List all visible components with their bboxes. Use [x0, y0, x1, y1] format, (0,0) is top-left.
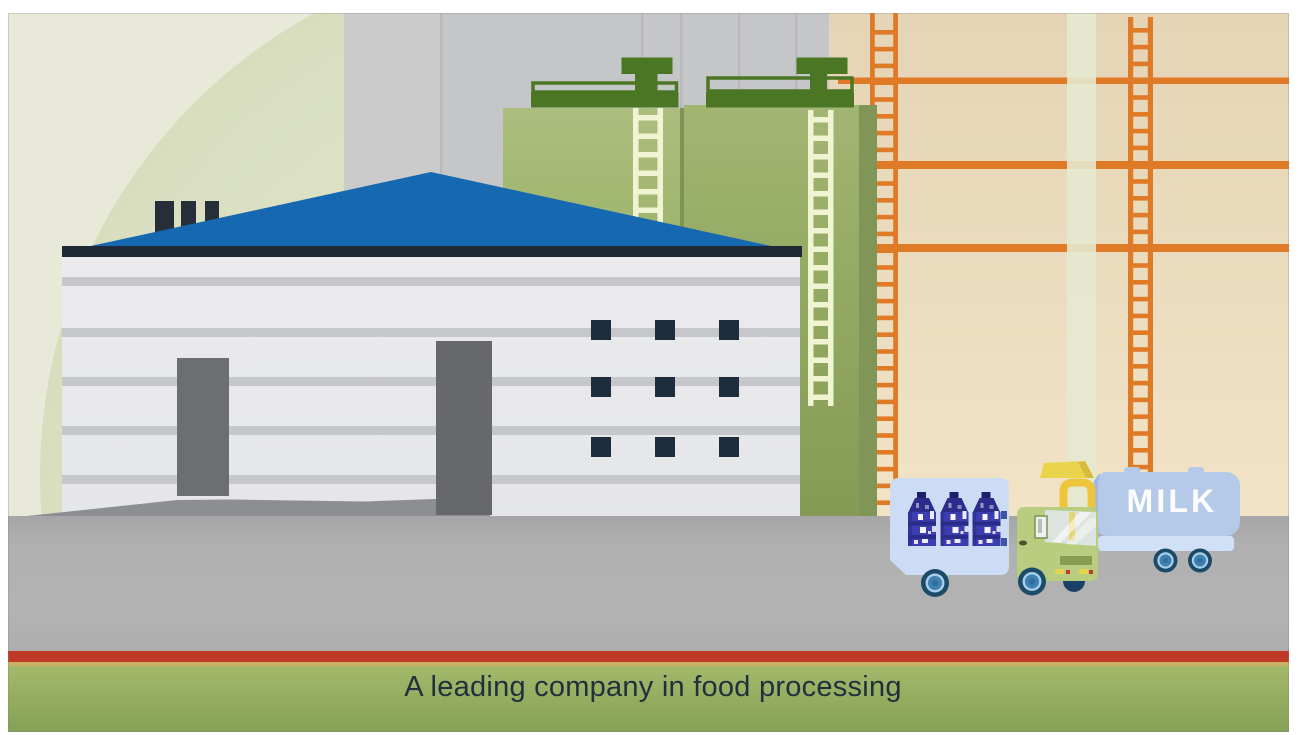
- svg-text:A leading company in food proc: A leading company in food processing: [404, 671, 901, 703]
- svg-text:MILK: MILK: [1126, 483, 1217, 519]
